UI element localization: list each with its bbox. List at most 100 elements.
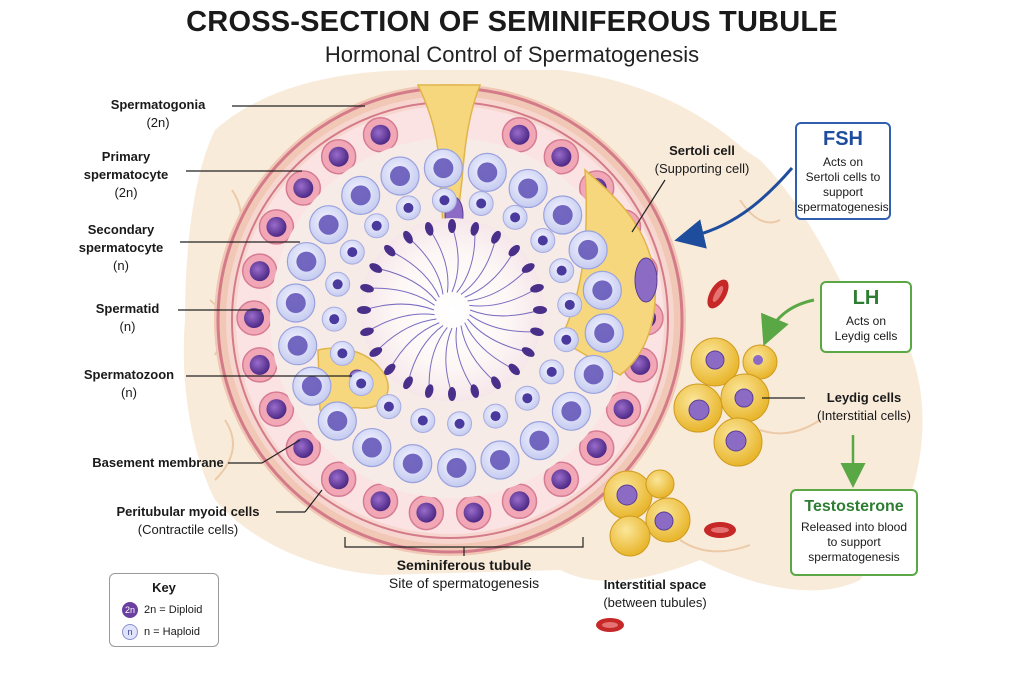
- sperm-tail: [467, 267, 529, 302]
- spermatocyte-nucleus: [552, 205, 573, 226]
- spermatid-nucleus: [371, 220, 382, 231]
- sperm-tail: [455, 327, 476, 392]
- sperm-tail: [375, 267, 437, 302]
- spermatocyte-nucleus: [433, 158, 454, 179]
- spermatid-nucleus: [417, 415, 428, 426]
- spermatogonium-nucleus: [328, 146, 349, 167]
- sperm-tail: [375, 318, 437, 353]
- spermatid-nucleus: [329, 314, 340, 325]
- spermatocyte-nucleus: [287, 335, 308, 356]
- spermatocyte-nucleus: [561, 401, 582, 422]
- spermatocyte-nucleus: [285, 293, 306, 314]
- tubule-lumen: [360, 218, 544, 402]
- lh-box: LH Acts on Leydig cells: [820, 281, 912, 353]
- spermatocyte-ring: [276, 148, 624, 488]
- spermatocyte-nucleus: [390, 166, 411, 187]
- diploid-icon: 2n: [122, 602, 138, 619]
- sperm-head: [470, 222, 480, 236]
- sperm-head: [424, 384, 434, 398]
- sperm-tail: [389, 250, 440, 298]
- sperm-tail: [451, 225, 459, 293]
- spermatocyte-nucleus: [327, 410, 348, 431]
- sperm-tail: [464, 322, 515, 370]
- label-leydig-cells: Leydig cells (Interstitial cells): [817, 390, 911, 423]
- spermatid-nucleus: [356, 378, 367, 389]
- sperm-head: [508, 244, 520, 257]
- sperm-head: [424, 222, 434, 236]
- sperm-head: [491, 230, 501, 244]
- sperm-head: [357, 306, 371, 314]
- spermatogonium-nucleus: [266, 216, 287, 237]
- sperm-tail: [366, 287, 435, 306]
- spermatid-nucleus: [337, 348, 348, 359]
- sperm-tail: [407, 325, 444, 383]
- sperm-tail: [469, 309, 541, 317]
- sperm-tail: [460, 325, 497, 384]
- sperm-tail: [460, 237, 497, 295]
- spermatid-nucleus: [454, 418, 465, 429]
- spermatogonium-nucleus: [244, 308, 264, 328]
- spermatogonium-nucleus: [416, 502, 437, 523]
- spermatocyte-nucleus: [583, 364, 604, 385]
- sperm-head: [384, 244, 396, 257]
- spermatogonium-nucleus: [328, 469, 349, 490]
- label-spermatogonia: Spermatogonia (2n): [110, 97, 206, 130]
- sperm-head: [360, 283, 374, 293]
- label-spermatid: Spermatid (n): [95, 301, 160, 334]
- sperm-head: [491, 376, 501, 390]
- sperm-tail: [467, 318, 529, 353]
- label-seminiferous-tubule: Seminiferous tubule Site of spermatogene…: [388, 557, 540, 591]
- spermatid-nucleus: [439, 195, 450, 206]
- label-primary-spermatocyte: Primary spermatocyte (2n): [83, 149, 169, 200]
- sperm-head: [533, 306, 547, 314]
- label-spermatozoon: Spermatozoon (n): [83, 367, 175, 400]
- sperm-head: [360, 327, 374, 337]
- spermatid-nucleus: [347, 247, 358, 258]
- sperm-head: [369, 347, 383, 357]
- spermatogonium-nucleus: [613, 399, 634, 420]
- sperm-tail: [464, 250, 515, 298]
- spermatogonium-nucleus: [370, 491, 391, 512]
- spermatocyte-nucleus: [361, 437, 382, 458]
- sperm-head: [448, 219, 456, 233]
- spermatid-nucleus: [561, 334, 572, 345]
- sperm-tail: [469, 314, 538, 333]
- spermatozoa: [357, 219, 547, 401]
- sperm-head: [521, 263, 535, 273]
- haploid-icon: n: [122, 624, 138, 641]
- key-title: Key: [152, 580, 176, 595]
- spermatogonium-nucleus: [293, 437, 314, 458]
- sperm-tail: [428, 228, 449, 293]
- fsh-box: FSH Acts on Sertoli cells to support spe…: [795, 122, 891, 220]
- sperm-head: [403, 230, 413, 244]
- spermatocyte-nucleus: [402, 453, 423, 474]
- spermatid-nucleus: [403, 202, 414, 213]
- spermatocyte-nucleus: [446, 457, 467, 478]
- spermatogonium-nucleus: [509, 124, 530, 145]
- leydig-cells: [603, 337, 778, 557]
- spermatogonium-nucleus: [249, 354, 270, 375]
- spermatocyte-nucleus: [350, 185, 371, 206]
- spermatocyte-nucleus: [518, 178, 539, 199]
- label-interstitial-space: Interstitial space (between tubules): [603, 577, 707, 610]
- spermatogonium-nucleus: [509, 491, 530, 512]
- spermatocyte-nucleus: [477, 162, 498, 183]
- spermatocyte-nucleus: [318, 214, 339, 235]
- spermatid-nucleus: [383, 401, 394, 412]
- page-title: CROSS-SECTION OF SEMINIFEROUS TUBULE: [186, 6, 838, 38]
- spermatid-ring: [321, 187, 583, 437]
- spermatocyte-nucleus: [578, 239, 599, 260]
- spermatid-nucleus: [476, 198, 487, 209]
- sperm-tail: [366, 313, 435, 333]
- red-blood-cells: [596, 279, 736, 632]
- sperm-head: [403, 376, 413, 390]
- spermatid-nucleus: [564, 299, 575, 310]
- spermatogonium-nucleus: [249, 261, 270, 282]
- sperm-head: [530, 283, 544, 293]
- spermatogonium-nucleus: [551, 469, 572, 490]
- fsh-arrow: [674, 167, 794, 249]
- sperm-tail: [363, 303, 435, 311]
